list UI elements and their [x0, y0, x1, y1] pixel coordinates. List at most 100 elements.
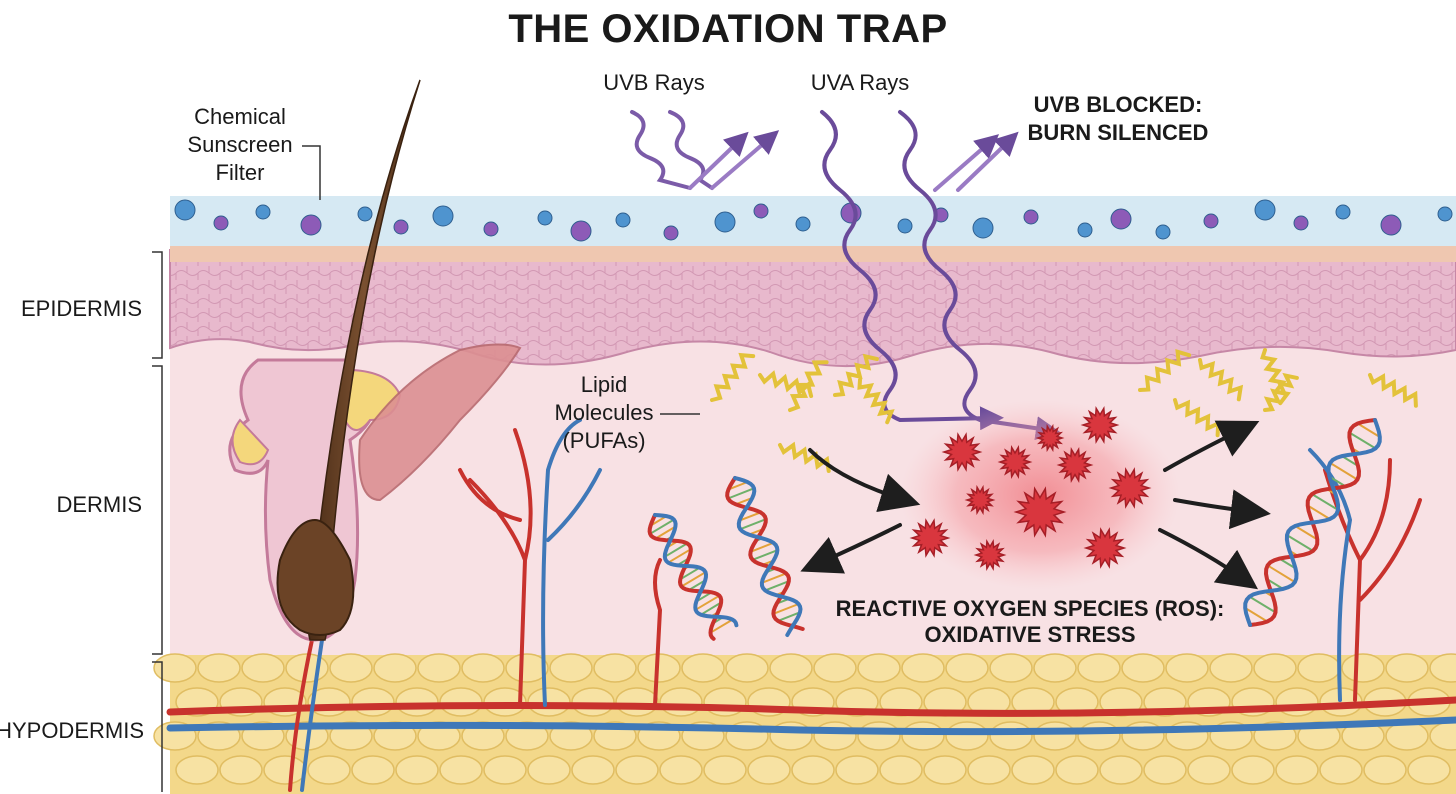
fat-cell: [439, 755, 483, 785]
vein-branch: [541, 418, 602, 707]
leader-lines: [302, 145, 700, 415]
dna-backbone: [653, 513, 739, 628]
filter-particle: [972, 217, 994, 239]
fat-cell: [461, 653, 505, 683]
uvb-rays-label: UVB Rays: [603, 70, 704, 95]
dna-base-pair: [752, 549, 778, 561]
dna-base-pair: [695, 594, 720, 611]
fat-cell: [483, 755, 527, 785]
epidermis-tissue: [169, 249, 1456, 368]
fat-cell: [857, 721, 901, 751]
artery-branch: [458, 428, 533, 707]
fat-cell: [1275, 755, 1319, 785]
fat-cell: [659, 755, 703, 785]
dna-base-pair: [1307, 504, 1331, 520]
arrector-pili-muscle: [358, 343, 522, 502]
fat-cell: [725, 653, 769, 683]
fat-cell: [989, 653, 1033, 683]
filter-particle: [432, 205, 454, 227]
dna-base-pair: [1244, 607, 1268, 623]
dna-base-pair: [680, 571, 707, 588]
dna-base-pair: [1267, 564, 1296, 583]
filter-particle: [1110, 208, 1132, 230]
lipid-label-line2: Molecules: [554, 400, 653, 425]
dna-backbone: [725, 476, 805, 631]
uva-ray: [898, 110, 1060, 441]
uva-reflected-arrow: [956, 131, 1019, 192]
ros-label-line2: OXIDATIVE STRESS: [924, 622, 1135, 647]
fat-cell: [901, 653, 945, 683]
fat-cell: [769, 653, 813, 683]
dna-base-pair: [739, 511, 761, 522]
fat-cell: [1099, 755, 1143, 785]
filter-particle: [1254, 199, 1276, 221]
filter-particle: [1203, 213, 1219, 229]
dna-base-pair: [679, 566, 701, 581]
ros-molecule: [1083, 527, 1127, 569]
fat-cell: [505, 653, 549, 683]
filter-particle: [615, 212, 631, 228]
dna-base-pair: [761, 572, 787, 584]
fat-cell: [549, 653, 593, 683]
fat-cell: [1011, 755, 1055, 785]
filter-particle: [897, 218, 913, 234]
epidermis-bracket: [152, 251, 163, 359]
uva-rays-label: UVA Rays: [811, 70, 910, 95]
dermis-bracket: [152, 365, 163, 655]
fat-cell: [615, 755, 659, 785]
fat-cell: [945, 721, 989, 751]
dna-base-pair: [764, 580, 790, 592]
hair-shaft: [307, 79, 421, 641]
lipid-chain: [710, 352, 756, 402]
fat-cell: [1077, 721, 1121, 751]
ros-molecule: [1080, 405, 1120, 445]
dna-base-pair: [1311, 493, 1339, 511]
layer-label-hypodermis: HYPODERMIS: [0, 718, 144, 743]
fat-cell: [1165, 653, 1209, 683]
fat-cell: [527, 755, 571, 785]
fat-cell: [1253, 653, 1297, 683]
filter-particle: [1077, 222, 1093, 238]
hypodermis-bracket: [152, 661, 163, 792]
dna-base-pair: [1286, 534, 1314, 552]
fat-cell: [571, 687, 615, 717]
filter-particle: [300, 214, 322, 236]
filter-particle: [840, 202, 862, 224]
fat-cell: [923, 755, 967, 785]
artery-horizontal: [166, 696, 1456, 717]
fat-cell: [857, 653, 901, 683]
fat-cell: [373, 653, 417, 683]
dna-base-pair: [688, 579, 706, 591]
fat-cell: [219, 755, 263, 785]
dna-base-pair: [664, 542, 688, 558]
filter-particle: [255, 204, 271, 220]
fat-cell: [593, 653, 637, 683]
hair-follicle-group: [228, 79, 522, 642]
fat-cell: [1209, 653, 1253, 683]
dna-base-pair: [728, 481, 748, 491]
hair-bulb: [276, 518, 355, 636]
layer-label-epidermis: EPIDERMIS: [21, 296, 142, 321]
fat-cell: [1385, 653, 1429, 683]
filter-particle: [483, 221, 499, 237]
fat-cell: [835, 755, 879, 785]
vein-horizontal: [166, 716, 1456, 736]
layer-brackets: [152, 251, 163, 792]
fat-cell: [1429, 653, 1456, 683]
fat-cell: [813, 653, 857, 683]
ros-molecule: [909, 518, 951, 558]
dna-backbone: [1243, 418, 1382, 627]
fat-cell: [395, 755, 439, 785]
lipid-chain: [1138, 349, 1192, 392]
fat-cell: [153, 653, 197, 683]
ros-molecule: [973, 539, 1007, 571]
fat-cell: [747, 755, 791, 785]
fat-cell: [703, 755, 747, 785]
lipid-chain: [788, 360, 829, 412]
fat-cell: [307, 755, 351, 785]
artery-branch: [653, 558, 663, 707]
fat-cell: [1121, 721, 1165, 751]
lipid-label-line1: Lipid: [581, 372, 627, 397]
ros-to-dna-right-arrow: [1173, 489, 1271, 530]
filter-particle: [357, 206, 373, 222]
